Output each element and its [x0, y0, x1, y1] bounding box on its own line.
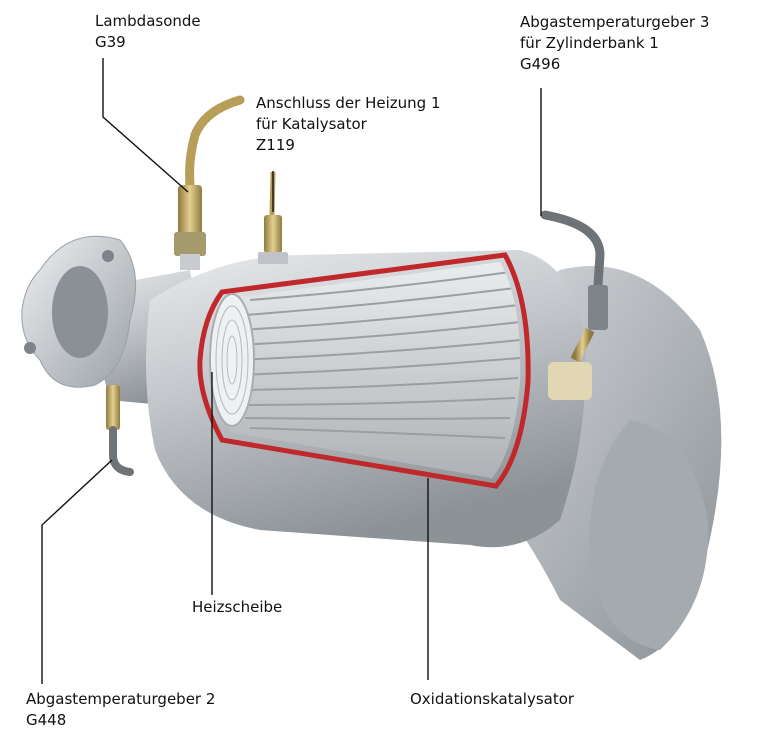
label-temp2-line1: Abgastemperaturgeber 2: [26, 689, 215, 710]
label-lambdasonde-name: Lambdasonde: [95, 11, 201, 32]
label-temp3-code: G496: [520, 54, 709, 75]
label-heizung-line2: für Katalysator: [256, 114, 441, 135]
label-heizscheibe-name: Heizscheibe: [192, 597, 282, 618]
label-abgastemperaturgeber-2: Abgastemperaturgeber 2 G448: [26, 689, 215, 731]
flange-bolt-hole: [102, 250, 114, 262]
label-temp3-line1: Abgastemperaturgeber 3: [520, 12, 709, 33]
label-oxidationskatalysator: Oxidationskatalysator: [410, 689, 574, 710]
leader-temp2: [42, 460, 112, 684]
lambda-probe-body: [178, 185, 202, 235]
temp-sensor-2-cable: [113, 430, 130, 472]
temp-sensor-3-body: [588, 285, 608, 330]
label-temp2-code: G448: [26, 710, 215, 731]
label-heizscheibe: Heizscheibe: [192, 597, 282, 618]
heating-disc: [210, 294, 254, 426]
label-heizung-code: Z119: [256, 135, 441, 156]
label-oxidation-name: Oxidationskatalysator: [410, 689, 574, 710]
leader-lambda: [103, 58, 188, 192]
label-heizung-line1: Anschluss der Heizung 1: [256, 93, 441, 114]
inlet-opening: [52, 266, 108, 358]
label-lambdasonde: Lambdasonde G39: [95, 11, 201, 53]
lambda-probe-cable: [190, 100, 240, 185]
heater-connector: [264, 215, 282, 253]
flange-bolt-hole: [24, 342, 36, 354]
temp-sensor-3-boss: [548, 362, 592, 400]
label-lambdasonde-code: G39: [95, 32, 201, 53]
label-heizung-anschluss: Anschluss der Heizung 1 für Katalysator …: [256, 93, 441, 156]
label-abgastemperaturgeber-3: Abgastemperaturgeber 3 für Zylinderbank …: [520, 12, 709, 75]
label-temp3-line2: für Zylinderbank 1: [520, 33, 709, 54]
temp-sensor-2-body: [106, 385, 120, 430]
